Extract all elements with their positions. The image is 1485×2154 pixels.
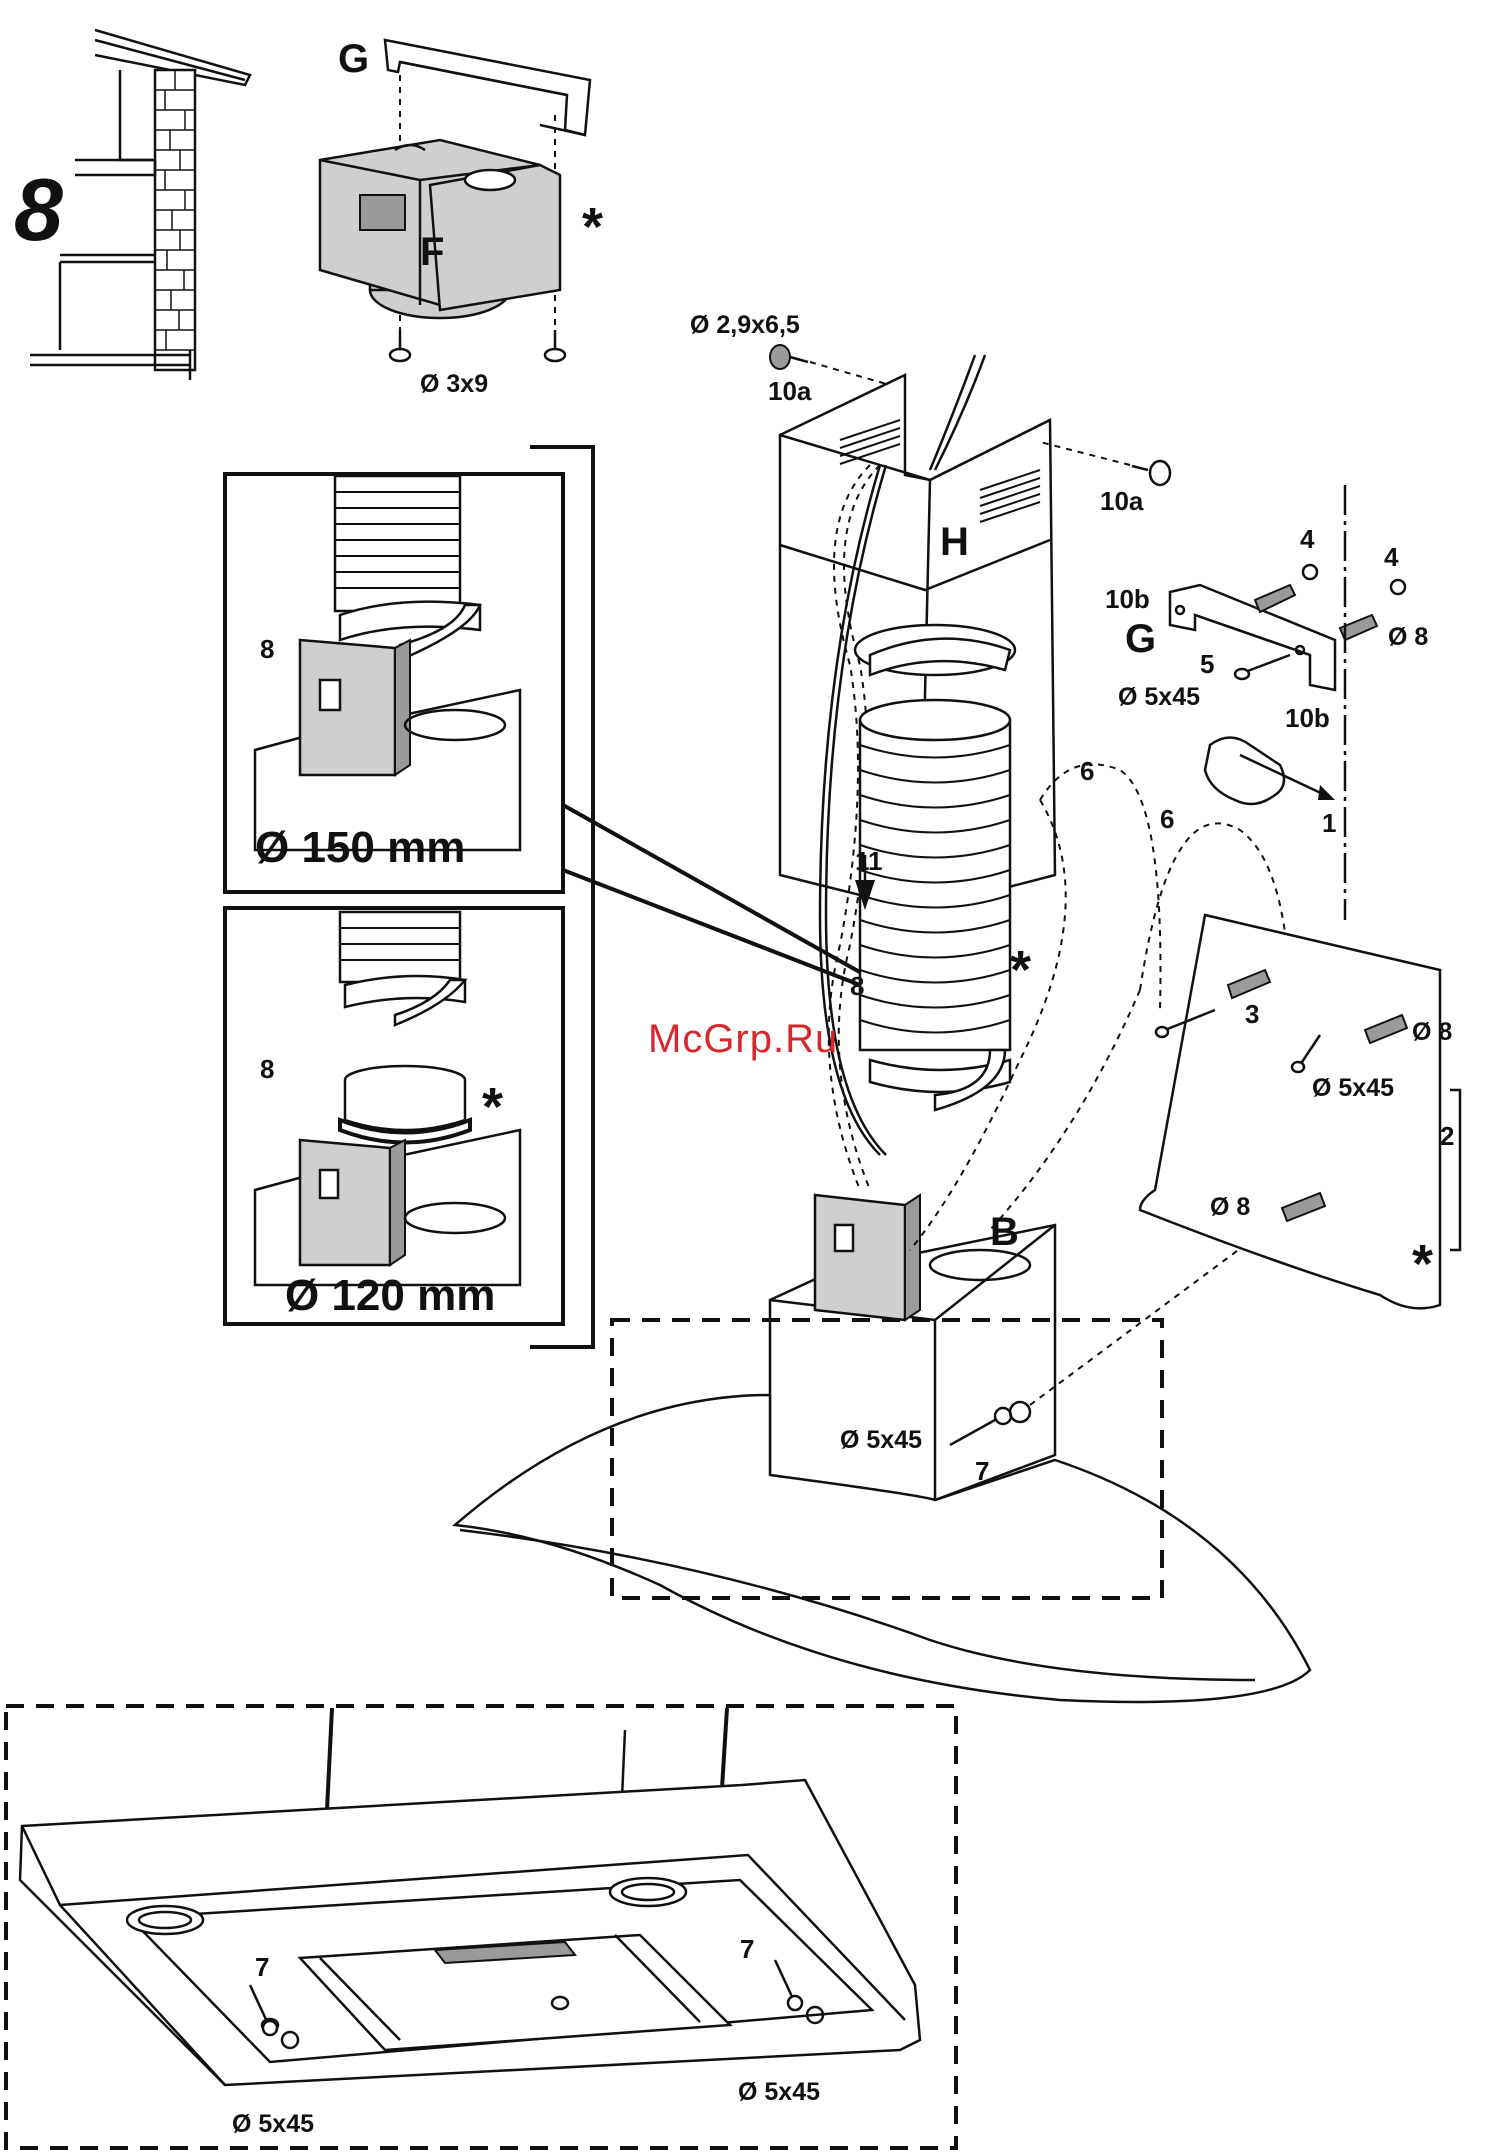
step-7-body: 7	[975, 1456, 989, 1486]
body-screw-size: Ø 5x45	[840, 1426, 922, 1454]
step-11: 11	[855, 846, 883, 876]
step-4a: 4	[1300, 524, 1315, 554]
watermark: McGrp.Ru	[648, 1017, 838, 1061]
part-g-label: G	[338, 37, 369, 81]
bracket-g-right	[1170, 585, 1335, 690]
step-8-box1: 8	[260, 634, 274, 664]
wall-kitchen-sketch	[30, 30, 250, 380]
step-3: 3	[1245, 999, 1259, 1029]
step-2: 2	[1440, 1121, 1454, 1151]
hood-underside-view	[20, 1708, 920, 2085]
step-6a: 6	[1080, 756, 1094, 786]
hand-marking-icon	[1205, 738, 1335, 805]
bracket-screw-size: Ø 5x45	[1118, 683, 1200, 711]
wall-plug-low-size: Ø 8	[1210, 1193, 1250, 1221]
step-number: 8	[14, 160, 63, 259]
duct-120-box	[225, 908, 563, 1324]
step-6b: 6	[1160, 804, 1174, 834]
step-8-duct: 8	[850, 971, 864, 1001]
optional-marker-f: *	[582, 197, 603, 257]
optional-marker-wall: *	[1412, 1234, 1433, 1294]
step-10a-right: 10a	[1100, 486, 1144, 516]
wall-screw-mid-size: Ø 5x45	[1312, 1074, 1394, 1102]
step-4b: 4	[1384, 542, 1399, 572]
bracket-g-top	[385, 40, 590, 135]
step-1: 1	[1322, 808, 1336, 838]
part-h-label: H	[940, 520, 969, 564]
chimney-screw-size: Ø 2,9x6,5	[690, 311, 800, 339]
bottom-left-screw-size: Ø 5x45	[232, 2110, 314, 2138]
bottom-right-screw-size: Ø 5x45	[738, 2078, 820, 2106]
step-5: 5	[1200, 649, 1214, 679]
wall-plug-right-size: Ø 8	[1388, 623, 1428, 651]
adapter-f	[320, 140, 560, 318]
step-8-box2: 8	[260, 1054, 274, 1084]
step-10b-left: 10b	[1105, 584, 1150, 614]
step-7-left: 7	[255, 1952, 269, 1982]
step-7-right: 7	[740, 1934, 754, 1964]
top-screw-size: Ø 3x9	[420, 370, 488, 398]
part-f-label: F	[420, 230, 444, 274]
duct-120-label: Ø 120 mm	[285, 1271, 495, 1320]
part-b-label: B	[990, 1210, 1019, 1254]
part-g-right-label: G	[1125, 617, 1156, 661]
step-10b-right: 10b	[1285, 703, 1330, 733]
wall-plug-mid-size: Ø 8	[1412, 1018, 1452, 1046]
optional-marker-duct: *	[1010, 940, 1031, 1000]
duct-150-label: Ø 150 mm	[255, 823, 465, 872]
top-screws	[390, 330, 565, 361]
optional-marker-120: *	[482, 1077, 503, 1137]
step-10a-left: 10a	[768, 376, 812, 406]
